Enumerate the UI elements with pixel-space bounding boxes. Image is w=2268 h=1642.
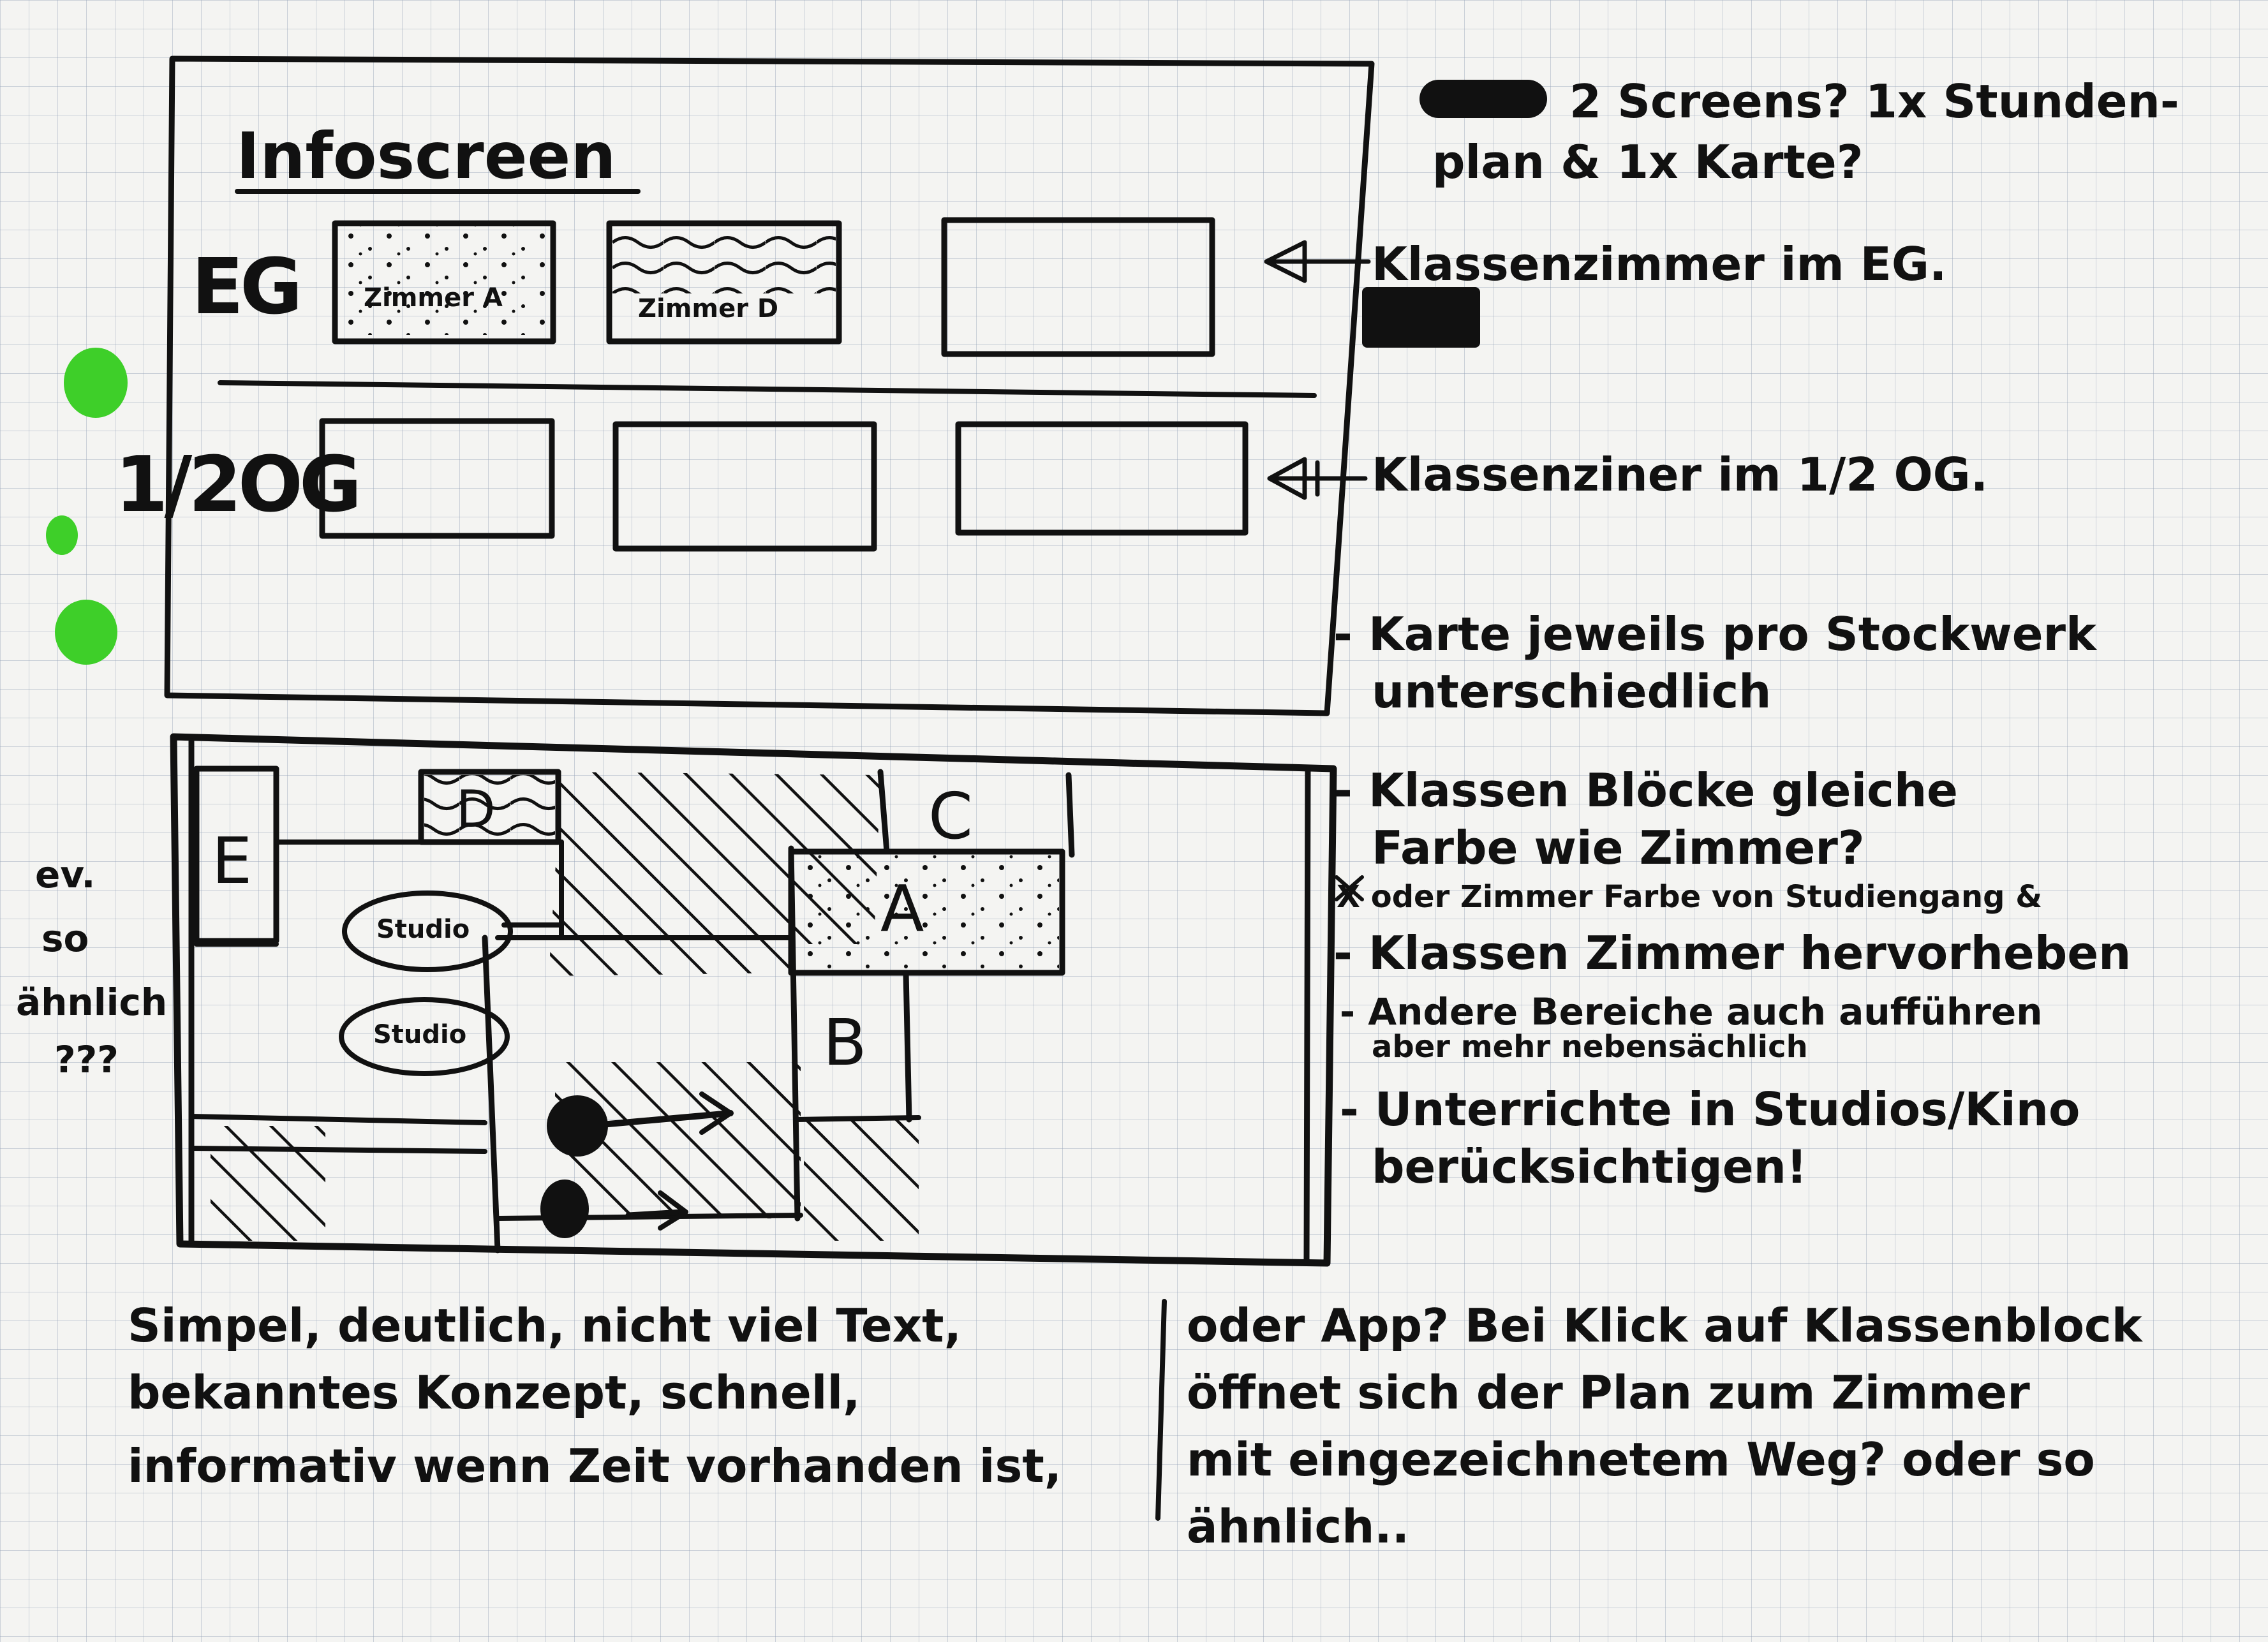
note-bullet-line: - Andere Bereiche auch aufführen — [1340, 990, 2043, 1033]
bottom-right-line: mit eingezeichnetem Weg? oder so — [1187, 1433, 2095, 1486]
bottom-right-line: öffnet sich der Plan zum Zimmer — [1187, 1366, 2030, 1419]
green-marker-dot — [46, 515, 78, 555]
room-label-zimmer-a: Zimmer A — [364, 283, 503, 313]
room-label-zimmer-d: Zimmer D — [638, 294, 779, 323]
note-bullet-line: aber mehr nebensächlich — [1372, 1029, 1808, 1065]
map-studio-label: Studio — [376, 915, 470, 944]
side-note-line: so — [41, 917, 89, 960]
side-note-line: ev. — [35, 853, 96, 896]
redacted-scribble — [1362, 287, 1480, 348]
map-room-c: C — [928, 779, 973, 854]
bottom-left-line: Simpel, deutlich, nicht viel Text, — [128, 1299, 961, 1352]
map-room-a: A — [880, 871, 924, 946]
side-note-line: ähnlich — [16, 980, 168, 1024]
map-room-b: B — [823, 1005, 867, 1080]
bottom-right-line: ähnlich.. — [1187, 1500, 1410, 1553]
note-bullet-line: berücksichtigen! — [1372, 1140, 1807, 1194]
map-room-d: D — [456, 780, 496, 839]
bottom-left-line: informativ wenn Zeit vorhanden ist, — [128, 1439, 1062, 1493]
note-bullet-line: - Unterrichte in Studios/Kino — [1340, 1083, 2080, 1136]
note-eg: Klassenzimmer im EG. — [1372, 237, 1947, 291]
floor-label-og: 1/2OG — [115, 441, 362, 529]
note-bullet-line: - Karte jeweils pro Stockwerk — [1333, 607, 2096, 661]
bottom-right-line: oder App? Bei Klick auf Klassenblock — [1187, 1299, 2142, 1352]
note-bullet-line: - Klassen Blöcke gleiche — [1333, 764, 1958, 817]
note-bullet-line: unterschiedlich — [1372, 665, 1772, 718]
note-screens-line: plan & 1x Karte? — [1432, 135, 1864, 189]
infoscreen-title: Infoscreen — [236, 119, 616, 193]
redacted-scribble — [1419, 80, 1547, 118]
bottom-left-line: bekanntes Konzept, schnell, — [128, 1366, 861, 1419]
floor-label-eg: EG — [191, 243, 302, 332]
note-screens-line: 2 Screens? 1x Stunden- — [1569, 75, 2179, 128]
note-bullet-line: - Klassen Zimmer hervorheben — [1333, 926, 2131, 980]
note-og: Klassenziner im 1/2 OG. — [1372, 448, 1989, 501]
map-studio-label: Studio — [373, 1020, 467, 1049]
green-marker-dot — [64, 348, 128, 418]
note-bullet-line: X oder Zimmer Farbe von Studiengang & — [1337, 879, 2043, 915]
note-bullet-line: Farbe wie Zimmer? — [1372, 821, 1865, 875]
side-note-line: ??? — [54, 1038, 119, 1081]
green-marker-dot — [55, 600, 117, 665]
map-room-e: E — [212, 824, 253, 898]
